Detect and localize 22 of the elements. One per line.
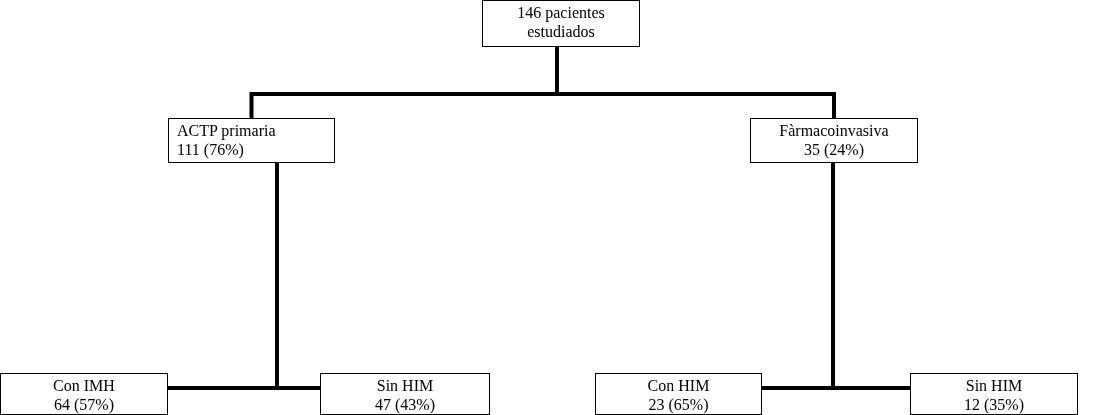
box-text: Sin HIM [376,376,434,396]
box-text: 47 (43%) [375,395,435,415]
connector-line [555,47,836,118]
box-text: 64 (57%) [54,395,114,415]
process-box [482,0,640,47]
box-text: Fàrmacoinvasiva [779,121,889,141]
process-box [0,373,168,415]
process-box [320,373,490,415]
box-text: 12 (35%) [964,395,1024,415]
box-text: 111 (76%) [177,140,244,160]
connector-line [275,163,320,390]
box-text: Sin HIM [965,376,1023,396]
box-text: Con HIM [647,376,710,396]
process-box [750,118,918,163]
process-box [910,373,1078,415]
box-text: 23 (65%) [648,395,709,415]
process-box [595,373,762,415]
box-text: 35 (24%) [804,140,864,160]
box-text: Con IMH [53,376,115,396]
box-text: 146 pacientes estudiados [516,3,606,42]
process-box [168,118,335,163]
box-text: ACTP primaria [177,121,276,141]
